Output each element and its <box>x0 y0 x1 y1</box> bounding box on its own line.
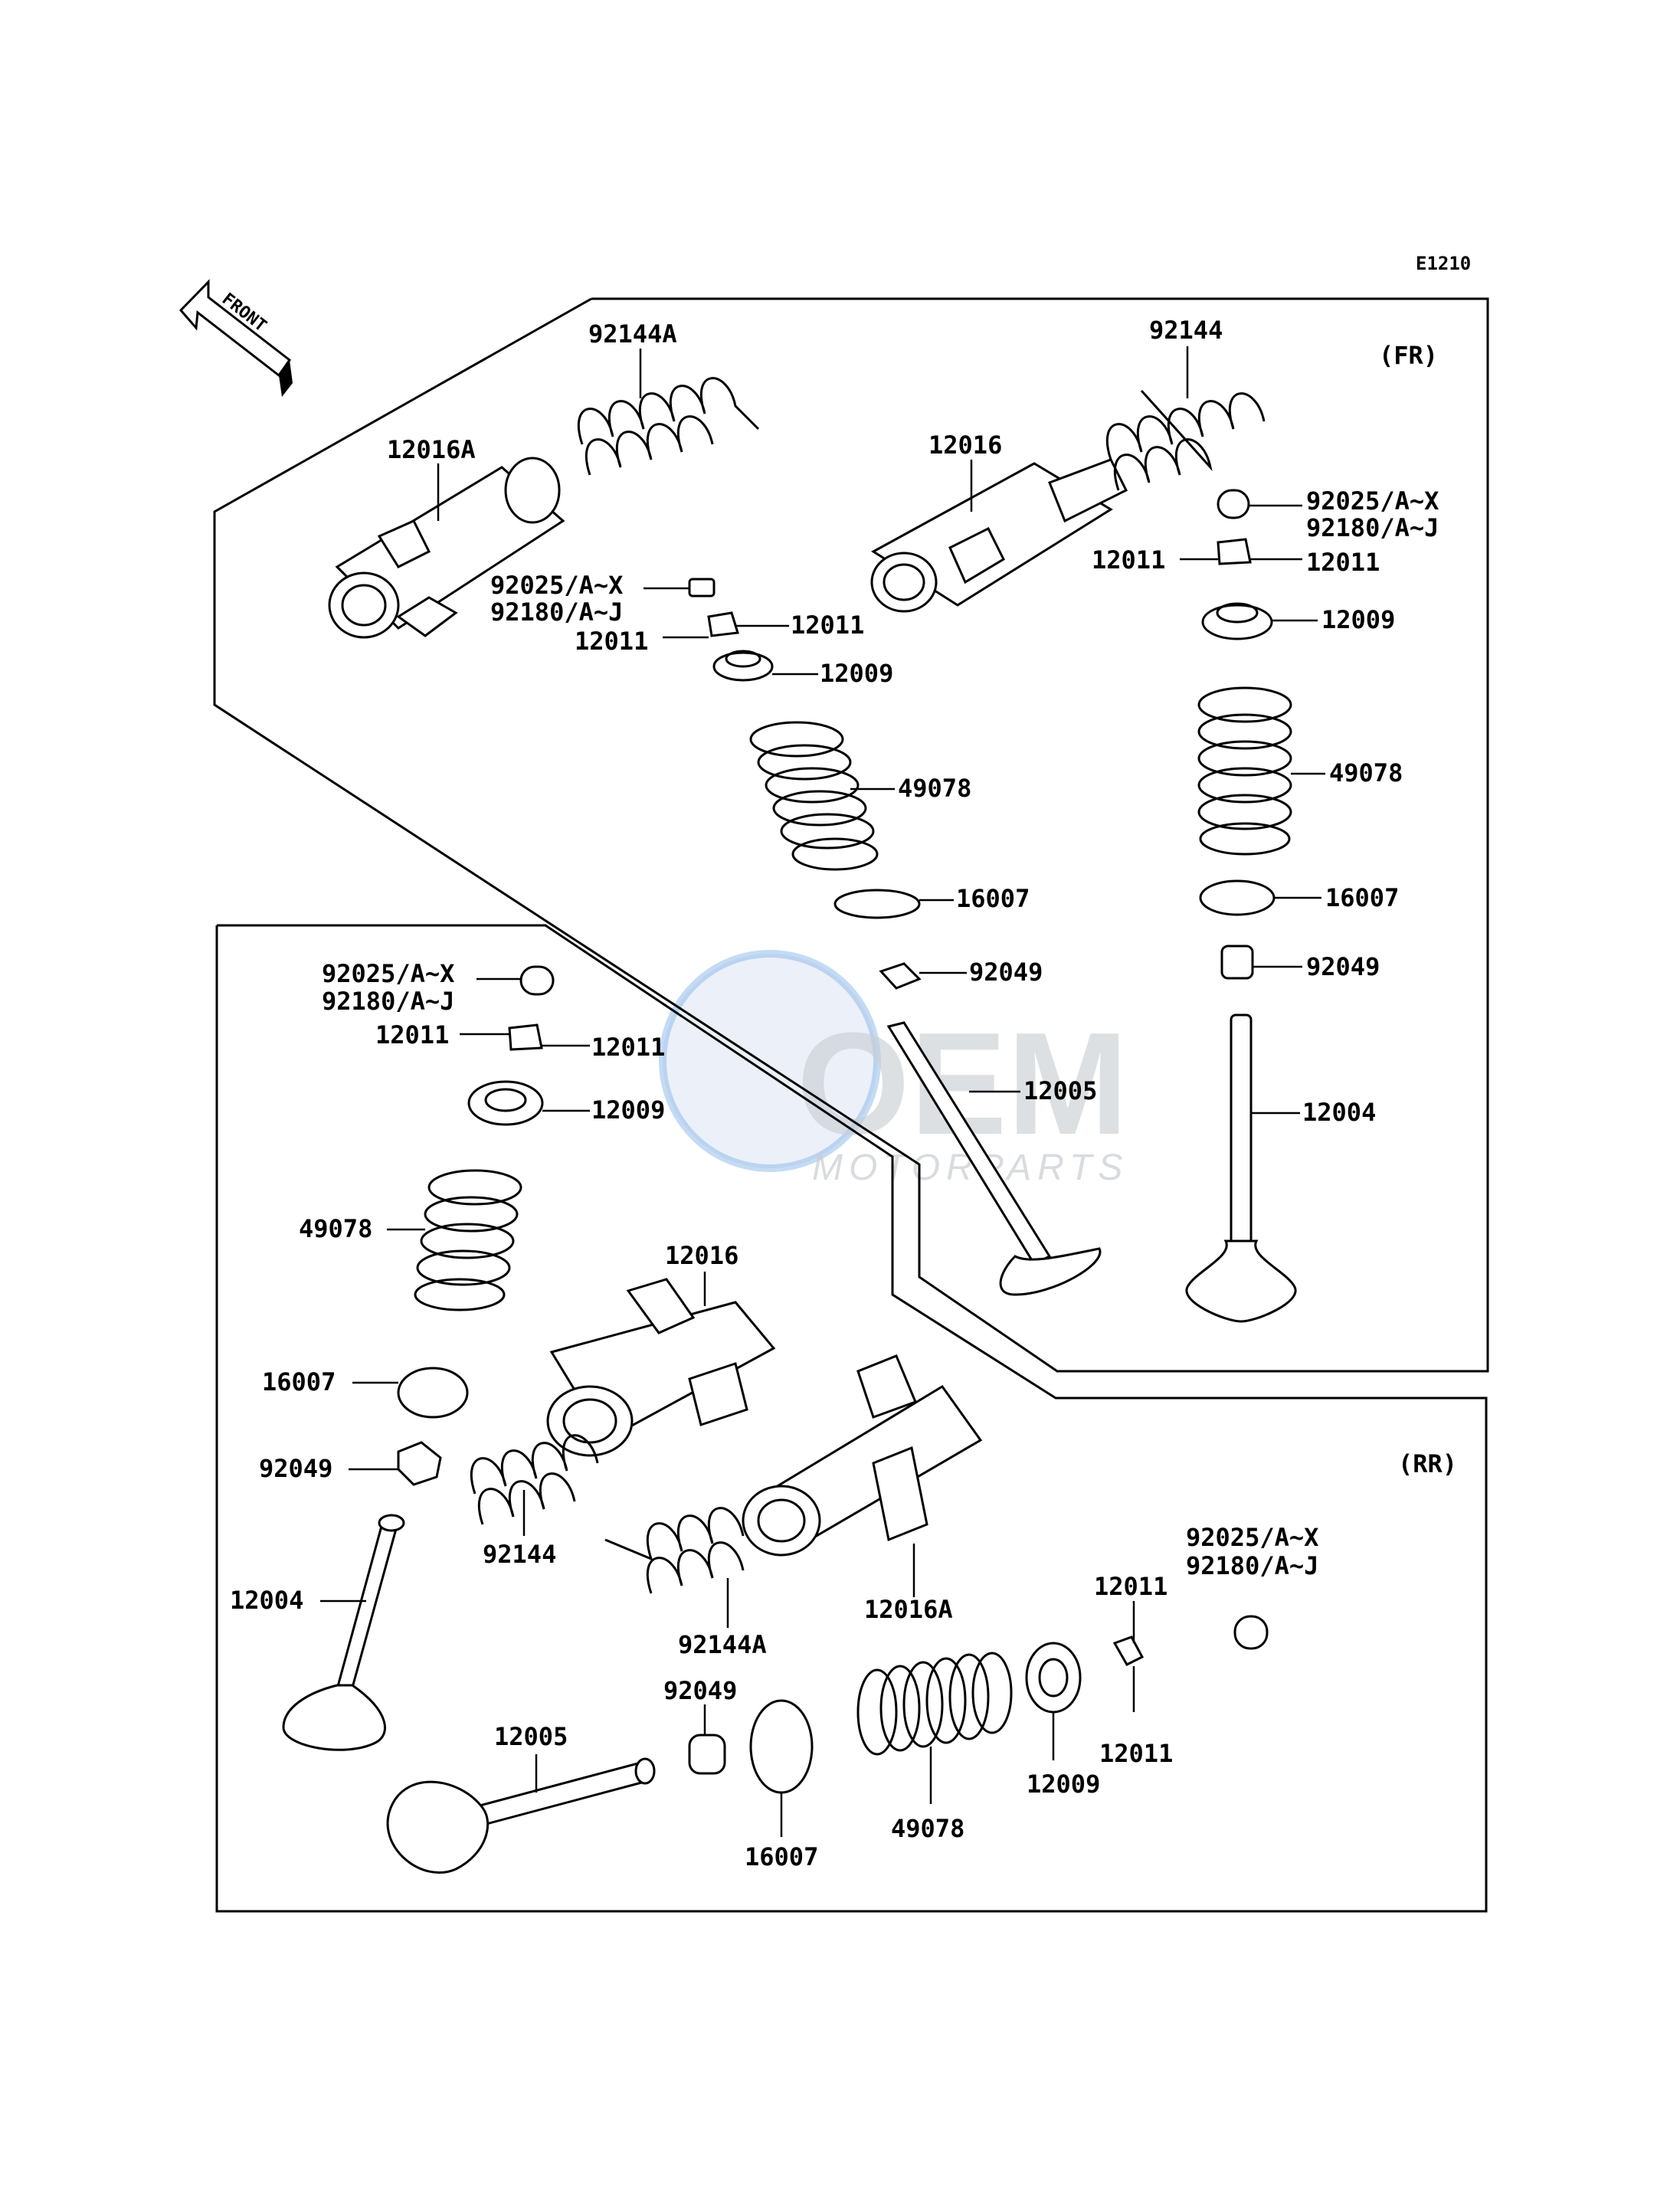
part-92144-fr <box>1105 389 1266 491</box>
part-49078-rr-left <box>414 1169 522 1311</box>
label-92144-fr: 92144 <box>1149 316 1223 345</box>
part-92025-fr-right <box>1217 489 1250 519</box>
label-92025-fr-right: 92025/A~X <box>1306 486 1439 516</box>
part-12009-fr-left <box>712 650 774 682</box>
label-16007-fr-left: 16007 <box>956 884 1030 913</box>
label-12016-fr: 12016 <box>928 431 1002 460</box>
part-92025-rr-left <box>519 965 555 996</box>
part-49078-rr-bottom <box>856 1652 1013 1756</box>
fr-frame <box>213 297 1489 1373</box>
label-12011-rr-left-a: 12011 <box>375 1020 449 1049</box>
label-92144-rr: 92144 <box>483 1540 556 1569</box>
part-92144-rr <box>470 1434 599 1525</box>
leader-lines <box>320 346 1325 1837</box>
part-16007-fr-left <box>833 889 921 919</box>
section-rr-label: (RR) <box>1398 1449 1457 1478</box>
label-12011-rr-right-b: 12011 <box>1099 1739 1173 1768</box>
watermark-globe-icon <box>663 954 877 1168</box>
label-92049-rr-left: 92049 <box>259 1454 332 1483</box>
part-92144A-fr <box>577 377 760 476</box>
part-12009-rr-right <box>1025 1642 1082 1714</box>
label-12011-fr-right-b: 12011 <box>1306 548 1380 577</box>
part-12011-rr-right <box>1112 1635 1145 1666</box>
label-92049-rr-bottom: 92049 <box>663 1676 737 1705</box>
section-fr-label: (FR) <box>1379 341 1438 370</box>
label-16007-rr-bottom: 16007 <box>745 1842 818 1871</box>
rr-frame <box>215 924 1488 1913</box>
label-12011-fr-left-a: 12011 <box>791 611 864 640</box>
label-92180-rr-right: 92180/A~J <box>1186 1551 1318 1580</box>
part-12009-fr-right <box>1201 602 1273 640</box>
part-92049-rr-bottom <box>688 1734 726 1775</box>
part-49078-fr-right <box>1197 686 1292 856</box>
part-92025-fr-left <box>688 578 716 598</box>
label-12009-rr-left: 12009 <box>591 1095 665 1125</box>
label-92180-fr-right: 92180/A~J <box>1306 513 1439 542</box>
label-92049-fr-right: 92049 <box>1306 952 1380 981</box>
label-92180-fr-left: 92180/A~J <box>490 598 623 627</box>
label-12016A-rr: 12016A <box>864 1595 953 1624</box>
label-12016A-fr: 12016A <box>387 435 476 464</box>
part-16007-rr-bottom <box>749 1699 814 1794</box>
label-92049-fr-left: 92049 <box>969 958 1043 987</box>
label-92025-rr-right: 92025/A~X <box>1186 1523 1318 1552</box>
label-12004-rr: 12004 <box>230 1586 303 1615</box>
part-12011-fr-left <box>707 611 739 637</box>
label-92144A-fr: 92144A <box>588 319 677 349</box>
label-92180-rr-left: 92180/A~J <box>322 987 454 1016</box>
label-12009-rr-right: 12009 <box>1027 1770 1100 1799</box>
part-92049-fr-left <box>879 962 922 990</box>
label-92025-rr-left: 92025/A~X <box>322 959 454 988</box>
label-49078-rr-bottom: 49078 <box>891 1814 964 1843</box>
label-49078-rr-left: 49078 <box>299 1214 372 1243</box>
label-49078-fr-left: 49078 <box>898 774 971 803</box>
front-arrow-icon: FRONT <box>178 279 293 397</box>
label-16007-fr-right: 16007 <box>1325 883 1399 912</box>
part-12011-fr-right <box>1217 538 1252 565</box>
label-12005-fr: 12005 <box>1023 1076 1097 1105</box>
label-49078-fr-right: 49078 <box>1329 758 1403 787</box>
part-12005-fr <box>886 1021 1102 1296</box>
part-16007-fr-right <box>1199 879 1276 916</box>
label-12005-rr: 12005 <box>494 1722 568 1751</box>
part-92025-rr-right <box>1233 1615 1269 1650</box>
part-16007-rr-left <box>397 1367 469 1419</box>
part-92144A-rr <box>604 1507 745 1594</box>
part-49078-fr-left <box>749 721 879 871</box>
label-12011-rr-right-a: 12011 <box>1094 1572 1167 1601</box>
part-92049-fr-right <box>1220 945 1254 980</box>
part-12011-rr-left <box>508 1023 543 1051</box>
part-12016A-rr <box>742 1354 983 1557</box>
label-92025-fr-left: 92025/A~X <box>490 571 623 600</box>
label-12009-fr-left: 12009 <box>820 659 893 688</box>
label-12011-fr-left-b: 12011 <box>575 627 648 656</box>
watermark: OEM MOTORPARTS <box>659 950 1128 1188</box>
part-12005-rr <box>386 1757 656 1874</box>
part-92049-rr-left <box>397 1441 442 1486</box>
diagram-code: E1210 <box>1416 253 1471 274</box>
label-12011-fr-right-a: 12011 <box>1092 545 1165 575</box>
label-12004-fr: 12004 <box>1302 1098 1376 1127</box>
label-12011-rr-left-b: 12011 <box>591 1033 665 1062</box>
part-12004-fr <box>1185 1013 1297 1323</box>
part-12016-rr <box>546 1278 776 1457</box>
label-16007-rr-left: 16007 <box>262 1367 336 1396</box>
label-12009-fr-right: 12009 <box>1321 605 1395 634</box>
part-12004-rr <box>282 1514 405 1751</box>
label-12016-rr: 12016 <box>665 1241 738 1270</box>
part-12016-fr <box>870 458 1128 613</box>
label-92144A-rr: 92144A <box>678 1630 767 1659</box>
part-12009-rr-left <box>467 1080 544 1126</box>
part-12016A-fr <box>328 457 565 639</box>
